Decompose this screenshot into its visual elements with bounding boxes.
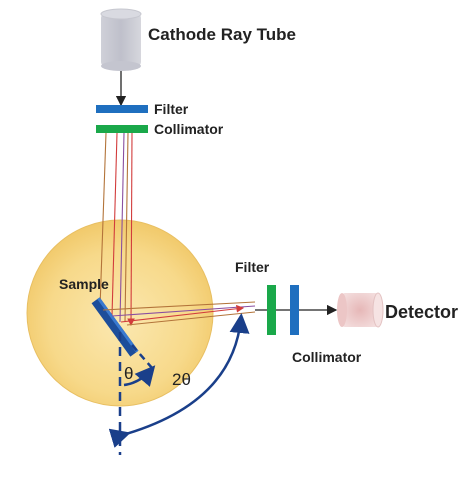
detector bbox=[337, 292, 384, 328]
sample-label: Sample bbox=[59, 276, 109, 292]
filter-top bbox=[96, 105, 148, 113]
filter-right bbox=[267, 285, 276, 335]
collimator-right bbox=[290, 285, 299, 335]
detector-label: Detector bbox=[385, 302, 458, 322]
two-theta-label: 2θ bbox=[172, 370, 191, 389]
filter-right-label: Filter bbox=[235, 259, 270, 275]
collimator-right-label: Collimator bbox=[292, 349, 362, 365]
filter-top-label: Filter bbox=[154, 101, 189, 117]
cathode-ray-tube-label: Cathode Ray Tube bbox=[148, 25, 296, 44]
collimator-top bbox=[96, 125, 148, 133]
two-theta-arc bbox=[108, 313, 250, 448]
cathode-ray-tube bbox=[100, 8, 142, 71]
collimator-top-label: Collimator bbox=[154, 121, 224, 137]
incident-beams bbox=[99, 132, 135, 327]
theta-label: θ bbox=[124, 364, 133, 383]
